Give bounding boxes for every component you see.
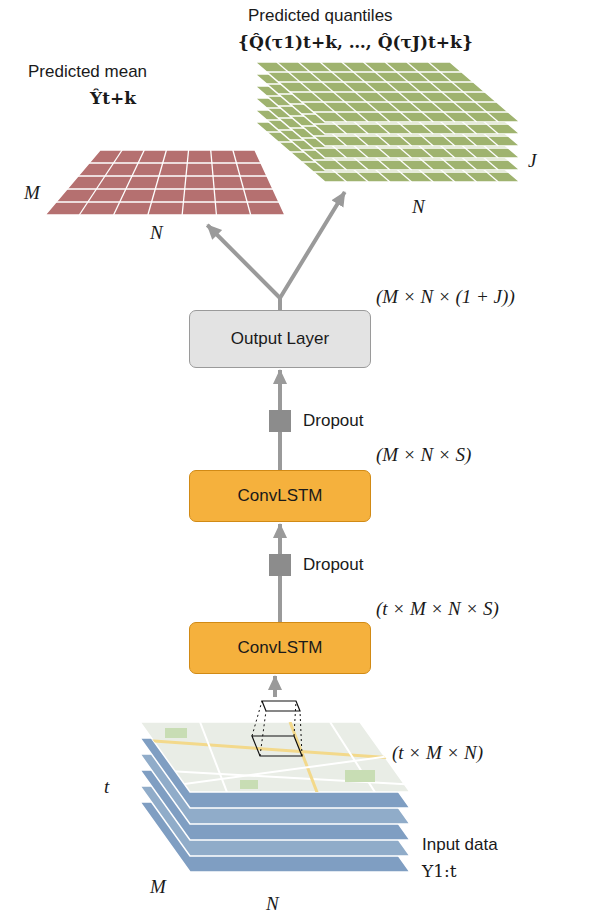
label-holder: t [104, 776, 109, 798]
axis-label: N [150, 222, 163, 243]
grid-line [278, 81, 473, 82]
kernel-window [252, 736, 302, 756]
kernel-projection [260, 711, 266, 756]
text-holder: {Q̂(τ1)t+k, …, Q̂(τJ)t+k} [238, 32, 473, 52]
text-holder: Dropout [303, 555, 363, 575]
map-texture [140, 722, 420, 800]
axis-label: t [104, 776, 109, 797]
tensor-shape: (M × N × (1 + J)) [376, 286, 515, 307]
map-park [345, 770, 375, 782]
axis-label: N [266, 893, 279, 914]
convlstm-box: ConvLSTM [189, 622, 371, 674]
label-holder: (t × M × N) [392, 742, 483, 764]
map-road [290, 722, 320, 800]
map-park [165, 728, 187, 738]
grid-line [313, 159, 508, 160]
axis-label: J [528, 150, 536, 171]
map-road [200, 722, 230, 800]
node-title: Dropout [303, 411, 363, 430]
connector-arrow [278, 576, 282, 622]
map-road [140, 752, 420, 790]
kernel-projection [300, 711, 302, 756]
connector-arrow [278, 524, 282, 554]
grid-line [67, 188, 273, 189]
grid-line [148, 150, 167, 215]
box-label: Output Layer [231, 329, 329, 349]
axis-label: M [150, 876, 166, 897]
connector-arrow [280, 192, 345, 310]
kernel-projection [294, 701, 296, 736]
grid-line [89, 162, 261, 163]
node-title: Dropout [303, 555, 363, 574]
grid-line [182, 150, 188, 215]
label-holder: (t × M × N × S) [376, 598, 499, 620]
node-title: Input data [422, 835, 498, 854]
box-label: ConvLSTM [237, 638, 322, 658]
quantile-layer [255, 62, 520, 122]
label-holder: M [150, 876, 166, 898]
box-label: ConvLSTM [237, 486, 322, 506]
text-holder: Predicted quantiles [248, 6, 393, 26]
mean-output: Predicted meanŶt+k [45, 150, 285, 215]
connector-arrow [273, 676, 277, 697]
grid-line [78, 175, 267, 176]
kernel-projection [252, 701, 262, 736]
axis-label: M [24, 182, 40, 203]
convlstm-box: ConvLSTM [189, 470, 371, 522]
label-holder: (M × N × S) [376, 444, 471, 466]
tensor-shape: (t × M × N × S) [376, 598, 499, 619]
map-park [240, 780, 258, 789]
node-symbol: Y1:t [422, 861, 457, 881]
connector-arrow [278, 432, 282, 470]
text-holder: Dropout [303, 411, 363, 431]
label-holder: N [150, 222, 163, 244]
connector-arrow [207, 225, 280, 310]
grid-line [56, 201, 279, 202]
tensor-shape: (M × N × S) [376, 444, 471, 465]
quantile-stack [255, 62, 520, 182]
node-symbol: Ŷt+k [90, 88, 136, 108]
kernel-output [262, 701, 300, 711]
grid-line [302, 101, 497, 102]
grid-line [313, 123, 508, 124]
node-symbol: {Q̂(τ1)t+k, …, Q̂(τJ)t+k} [238, 32, 473, 52]
label-holder: N [412, 196, 425, 218]
text-holder: Y1:t [422, 861, 457, 881]
input-data: Input dataY1:t [130, 697, 420, 885]
grid-line [267, 71, 462, 72]
label-holder: (M × N × (1 + J)) [376, 286, 515, 308]
input-stack [140, 701, 420, 872]
label-holder: M [24, 182, 40, 204]
grid-line [313, 135, 508, 136]
output-layer-box: Output Layer [189, 310, 371, 368]
text-holder: Input data [422, 835, 498, 855]
grid-line [79, 150, 122, 215]
grid-line [211, 150, 217, 215]
text-holder: Predicted mean [28, 62, 147, 82]
grid-line [313, 147, 508, 148]
text-holder: Ŷt+k [90, 88, 136, 108]
grid-line [313, 111, 508, 112]
label-holder: J [528, 150, 536, 172]
grid-line [233, 150, 251, 215]
grid-line [313, 171, 508, 172]
node-title: Predicted mean [28, 62, 147, 81]
label-holder: N [266, 893, 279, 915]
mean-grid [45, 150, 285, 215]
axis-label: N [412, 196, 425, 217]
node-title: Predicted quantiles [248, 6, 393, 25]
grid-line [290, 91, 485, 92]
tensor-shape: (t × M × N) [392, 742, 483, 763]
dropout-square: Dropout [269, 554, 291, 576]
dropout-square: Dropout [269, 410, 291, 432]
quantile-output: Predicted quantiles{Q̂(τ1)t+k, …, Q̂(τJ)… [255, 62, 520, 182]
mean-layer [45, 150, 285, 215]
connector-arrow [278, 370, 282, 410]
grid-line [114, 150, 145, 215]
